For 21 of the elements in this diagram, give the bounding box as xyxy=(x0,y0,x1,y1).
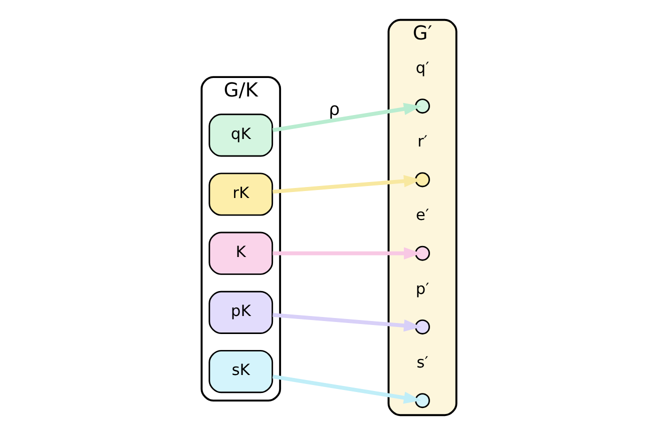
node-circle xyxy=(414,246,430,261)
node-circle xyxy=(414,98,430,114)
node-label: s′ xyxy=(416,353,428,372)
arrow xyxy=(272,175,421,194)
node-circle xyxy=(414,393,430,408)
node-circle xyxy=(414,319,430,334)
arrow xyxy=(272,313,421,332)
node-box: qK xyxy=(208,114,273,157)
arrow xyxy=(272,374,421,404)
node-box: K xyxy=(208,232,273,275)
node-circle xyxy=(414,172,430,188)
node-label: q′ xyxy=(415,58,429,77)
node-box: sK xyxy=(208,350,273,394)
edge-label: ρ xyxy=(328,100,340,120)
arrow xyxy=(272,247,421,260)
node-label: p′ xyxy=(415,280,429,298)
node-label: e′ xyxy=(415,206,428,224)
node-label: r′ xyxy=(417,132,427,151)
arrow xyxy=(272,102,421,132)
node-box: rK xyxy=(208,172,273,216)
node-box: pK xyxy=(208,290,273,334)
